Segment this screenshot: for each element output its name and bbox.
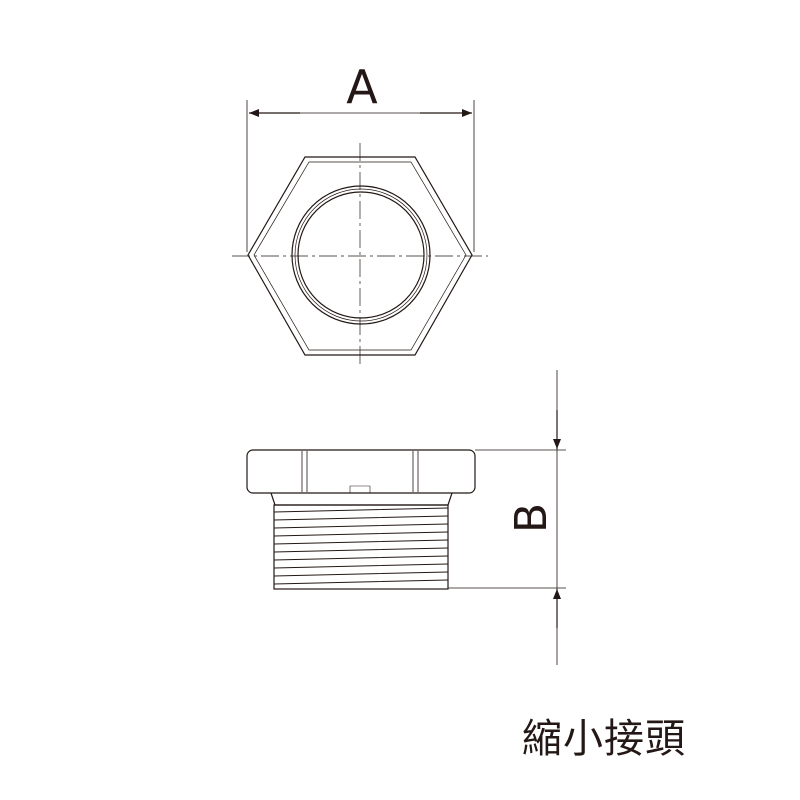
hex-top-view: [232, 143, 488, 368]
dimension-b-label: B: [506, 503, 557, 533]
side-view: [246, 449, 476, 590]
dimension-a: [246, 100, 475, 252]
threads: [273, 507, 449, 585]
dimension-a-label: A: [346, 60, 378, 114]
part-title: 縮小接頭: [522, 716, 686, 762]
centerlines: [232, 143, 488, 368]
dimension-b: [448, 370, 566, 665]
